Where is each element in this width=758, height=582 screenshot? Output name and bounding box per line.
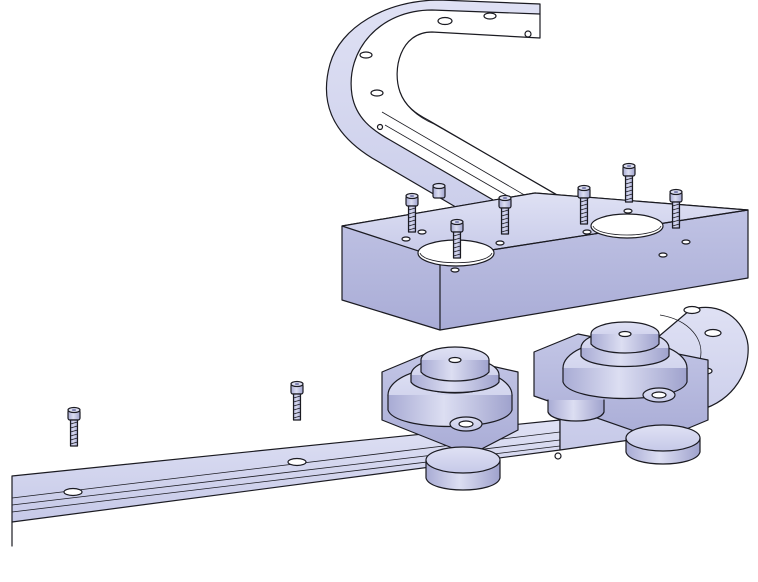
roller-carriage-right	[533, 321, 709, 465]
plate-screws	[405, 162, 683, 259]
curved-track-segment	[325, 0, 613, 269]
socket-head-cap-screw	[67, 406, 81, 447]
loose-screws	[67, 380, 304, 447]
roller-carriage-left	[381, 346, 519, 491]
socket-head-cap-screw	[290, 380, 304, 421]
carriage-plate	[341, 192, 749, 331]
set-screw	[432, 182, 446, 199]
socket-head-cap-screw	[622, 162, 636, 203]
